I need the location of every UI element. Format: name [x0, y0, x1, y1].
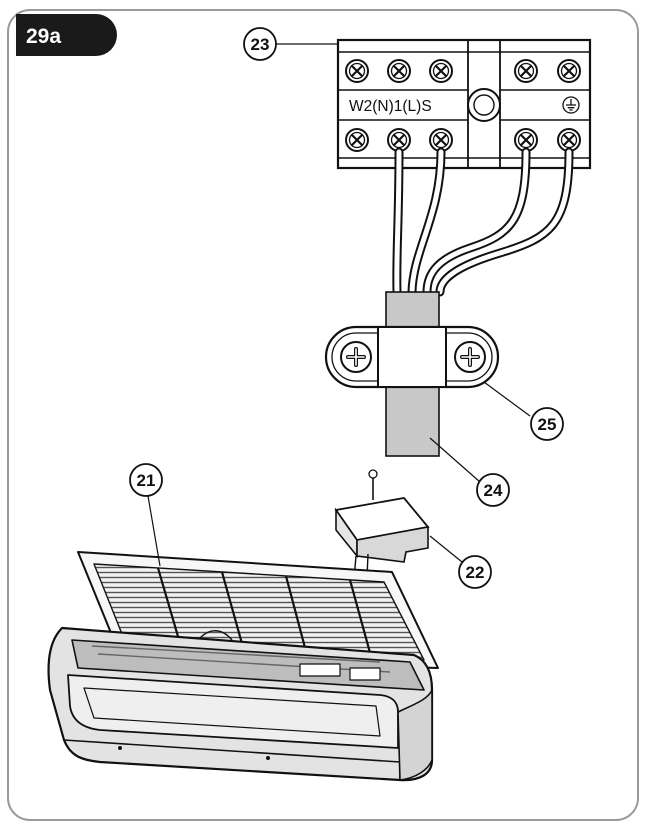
terminal-screw-icon	[344, 58, 370, 84]
callout-25-label: 25	[538, 415, 557, 434]
callout-23-label: 23	[251, 35, 270, 54]
callouts: 23 25 24 21 22	[129, 27, 564, 589]
terminal-screw-icon	[556, 58, 582, 84]
clamp-screw-icon	[454, 341, 486, 373]
terminal-screw-icon	[428, 58, 454, 84]
figure-badge-label: 29a	[26, 25, 61, 48]
terminal-label: W2(N)1(L)S	[349, 98, 432, 115]
terminal-screw-icon	[344, 127, 370, 153]
terminal-block: W2(N)1(L)S	[336, 38, 592, 170]
cover-screw-icon	[368, 469, 378, 500]
cable-clamp	[324, 325, 500, 389]
clamp-screw-icon	[340, 341, 372, 373]
terminal-screw-icon	[513, 58, 539, 84]
callout-24-label: 24	[484, 481, 503, 500]
callout-22-label: 22	[466, 563, 485, 582]
terminal-screw-icon	[386, 58, 412, 84]
ground-icon	[562, 96, 580, 114]
figure-badge: 29a	[16, 14, 117, 56]
wires	[392, 147, 574, 297]
callout-21-label: 21	[137, 471, 156, 490]
indoor-unit	[47, 551, 439, 782]
